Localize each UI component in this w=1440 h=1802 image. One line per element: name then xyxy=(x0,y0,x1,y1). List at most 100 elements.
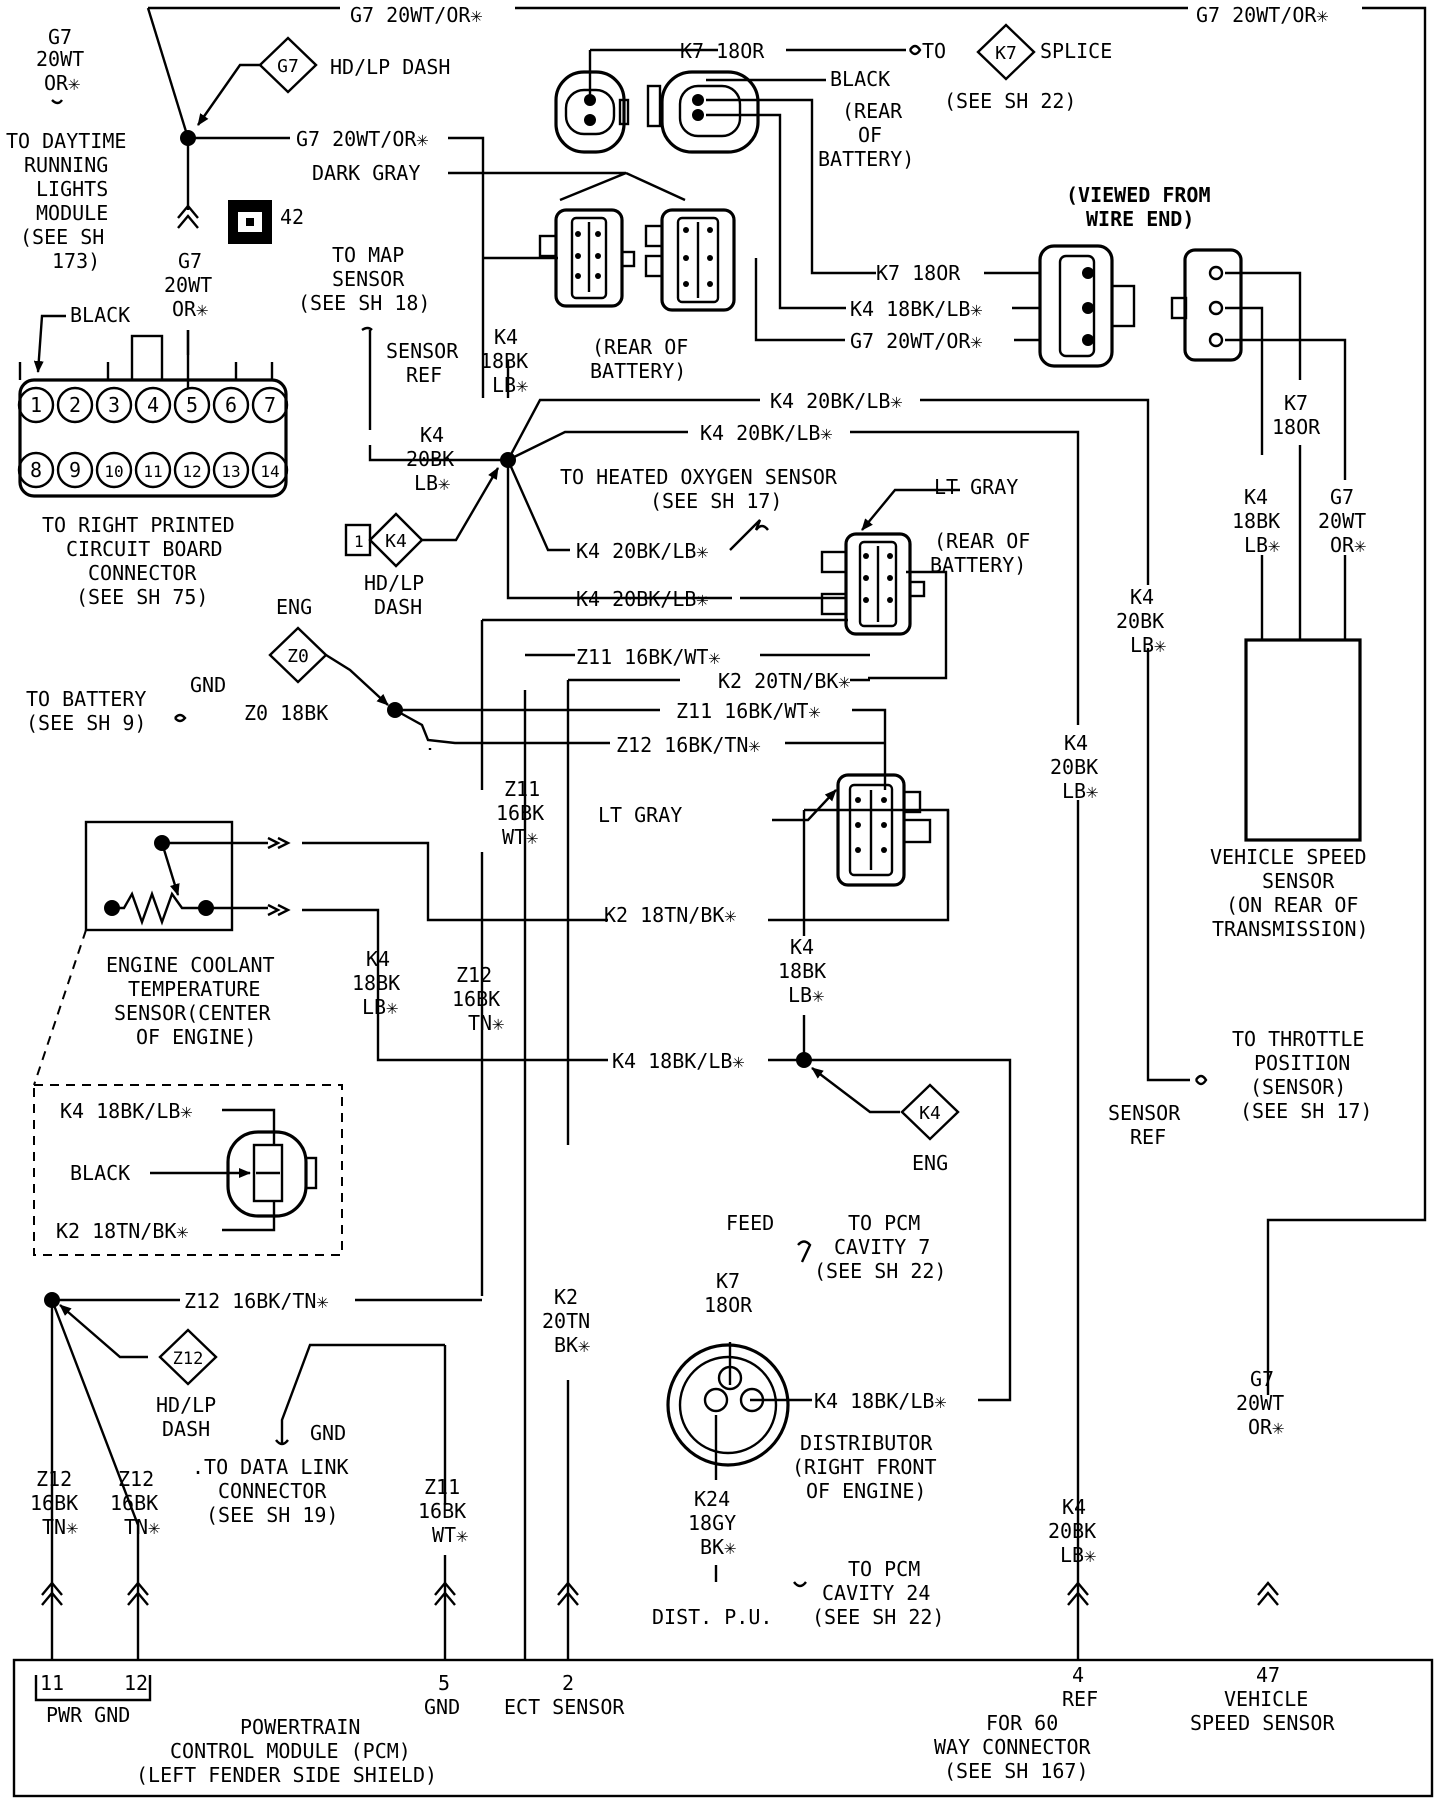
top-bus-left: G7 20WT/OR✳ xyxy=(350,3,482,27)
dist-topcm-3: (SEE SH 22) xyxy=(814,1259,946,1283)
pcb-pin-number: 14 xyxy=(260,462,279,481)
map-wire-1: K4 xyxy=(420,423,444,447)
dist-caption-3: OF ENGINE) xyxy=(806,1479,926,1503)
vss-k4-3: LB✳ xyxy=(1244,533,1280,557)
k4eng-eng: ENG xyxy=(912,1151,948,1175)
vss-caption-4: TRANSMISSION) xyxy=(1212,917,1369,941)
dist-k7-2: 18OR xyxy=(704,1293,753,1317)
dist-topcm-2: CAVITY 7 xyxy=(834,1235,930,1259)
map-title-1: TO MAP xyxy=(332,243,404,267)
vss-k4-2: 18BK xyxy=(1232,509,1280,533)
pcb-pin xyxy=(134,386,172,424)
vss-caption-2: SENSOR xyxy=(1262,869,1335,893)
dist-k24-3: BK✳ xyxy=(700,1535,736,1559)
ground-id: 42 xyxy=(280,205,304,229)
z11-v-3: WT✳ xyxy=(502,825,538,849)
wires xyxy=(50,6,1427,1660)
pcb-pin-number: 5 xyxy=(186,393,198,417)
bw-z12b-2: 16BK xyxy=(110,1491,158,1515)
splice-dot xyxy=(180,130,196,146)
k4-hdlp-2: DASH xyxy=(374,595,422,619)
dist-k7-1: K7 xyxy=(716,1269,740,1293)
z12-low-wire: Z12 16BK/TN✳ xyxy=(184,1289,329,1313)
vss-caption-3: (ON REAR OF xyxy=(1226,893,1358,917)
detail-black: BLACK xyxy=(70,1161,130,1185)
bw-z11-2: 16BK xyxy=(418,1499,466,1523)
ground-42: 42 xyxy=(228,200,304,244)
g7-low-1: G7 xyxy=(1250,1367,1274,1391)
pcb-caption-2: CIRCUIT BOARD xyxy=(66,537,223,561)
detail-k4: K4 18BK/LB✳ xyxy=(60,1099,192,1123)
pcb-pin-number: 7 xyxy=(264,393,276,417)
z11-mid: Z11 16BK/WT✳ xyxy=(676,699,821,723)
k7-splice-diamond: K7 xyxy=(976,23,1036,81)
g7-low-3: OR✳ xyxy=(1248,1415,1284,1439)
splice-dot xyxy=(387,702,403,718)
pcm-gnd: GND xyxy=(424,1695,460,1719)
dlc-caption-2: CONNECTOR xyxy=(218,1479,327,1503)
pcb-pin xyxy=(95,386,133,424)
map-wire-3: LB✳ xyxy=(414,471,450,495)
tps-caption-4: (SEE SH 17) xyxy=(1240,1099,1372,1123)
lt-gray-2: LT GRAY xyxy=(598,803,682,827)
pcb-pin-number: 12 xyxy=(182,462,201,481)
k4eng-v-3: LB✳ xyxy=(788,983,824,1007)
detail-k2: K2 18TN/BK✳ xyxy=(56,1219,188,1243)
pcm-for60-3: (SEE SH 167) xyxy=(944,1759,1089,1783)
pcm-pin4: 4 xyxy=(1072,1663,1084,1687)
tps-caption-2: POSITION xyxy=(1254,1051,1350,1075)
drl-dest-5: (SEE SH xyxy=(20,225,104,249)
k4-right1-2: 20BK xyxy=(1116,609,1164,633)
vss-body xyxy=(1244,638,1362,842)
rear-battery-2a: (REAR OF xyxy=(934,529,1030,553)
splice-dot xyxy=(500,452,516,468)
pcm-ref: REF xyxy=(1062,1687,1098,1711)
pcb-pin-number: 3 xyxy=(108,393,120,417)
pcm-for60-2: WAY CONNECTOR xyxy=(934,1735,1091,1759)
bw-k4-1: K4 xyxy=(1062,1495,1086,1519)
k4eng-v-1: K4 xyxy=(790,935,814,959)
ect-z12v-1: Z12 xyxy=(456,963,492,987)
rear-battery-2b: BATTERY) xyxy=(930,553,1026,577)
rear-battery-1b: BATTERY) xyxy=(590,359,686,383)
drl-down-2: 20WT xyxy=(164,273,212,297)
dist-topcm2-3: (SEE SH 22) xyxy=(812,1605,944,1629)
ect-sensor xyxy=(33,820,268,1086)
pcb-caption-4: (SEE SH 75) xyxy=(76,585,208,609)
z12-hdlp-1: HD/LP xyxy=(156,1393,216,1417)
k4-splice-diamond: K4 1 xyxy=(344,512,424,568)
wire-end-connectors xyxy=(1038,244,1243,368)
vss-caption-1: VEHICLE SPEED xyxy=(1210,845,1367,869)
dlc-caption-3: (SEE SH 19) xyxy=(206,1503,338,1527)
vss-k4-1: K4 xyxy=(1244,485,1268,509)
dist-feed: FEED xyxy=(726,1211,774,1235)
distributor xyxy=(666,1343,790,1467)
ho2s-see: (SEE SH 17) xyxy=(650,489,782,513)
pcm-pin47: 47 xyxy=(1256,1663,1280,1687)
drl-down-3: OR✳ xyxy=(172,297,208,321)
bw-k4-2: 20BK xyxy=(1048,1519,1096,1543)
tps-ref-2: REF xyxy=(1130,1125,1166,1149)
map-title-2: SENSOR xyxy=(332,267,405,291)
pcb-pin xyxy=(173,386,211,424)
k7-splice-note: SPLICE xyxy=(1040,39,1112,63)
splice-points xyxy=(44,130,812,1308)
bw-z12b-1: Z12 xyxy=(118,1467,154,1491)
map-wire-2: 20BK xyxy=(406,447,454,471)
k4-vertical-3: LB✳ xyxy=(492,373,528,397)
ect-k4h: K4 18BK/LB✳ xyxy=(612,1049,744,1073)
black-rear-1: BLACK xyxy=(830,67,890,91)
k2-v-1: K2 xyxy=(554,1285,578,1309)
k4-eng-id: K4 xyxy=(919,1103,941,1124)
drl-wire-2: 20WT xyxy=(36,47,84,71)
k7-see: (SEE SH 22) xyxy=(944,89,1076,113)
vss-k7-1: K7 xyxy=(1284,391,1308,415)
k2-v-2: 20TN xyxy=(542,1309,590,1333)
pcb-pin-number: 8 xyxy=(30,458,42,482)
dlc-caption-1: .TO DATA LINK xyxy=(192,1455,349,1479)
bw-z11-1: Z11 xyxy=(424,1475,460,1499)
k4-hdlp-1: HD/LP xyxy=(364,571,424,595)
ect-caption-1: ENGINE COOLANT xyxy=(106,953,275,977)
